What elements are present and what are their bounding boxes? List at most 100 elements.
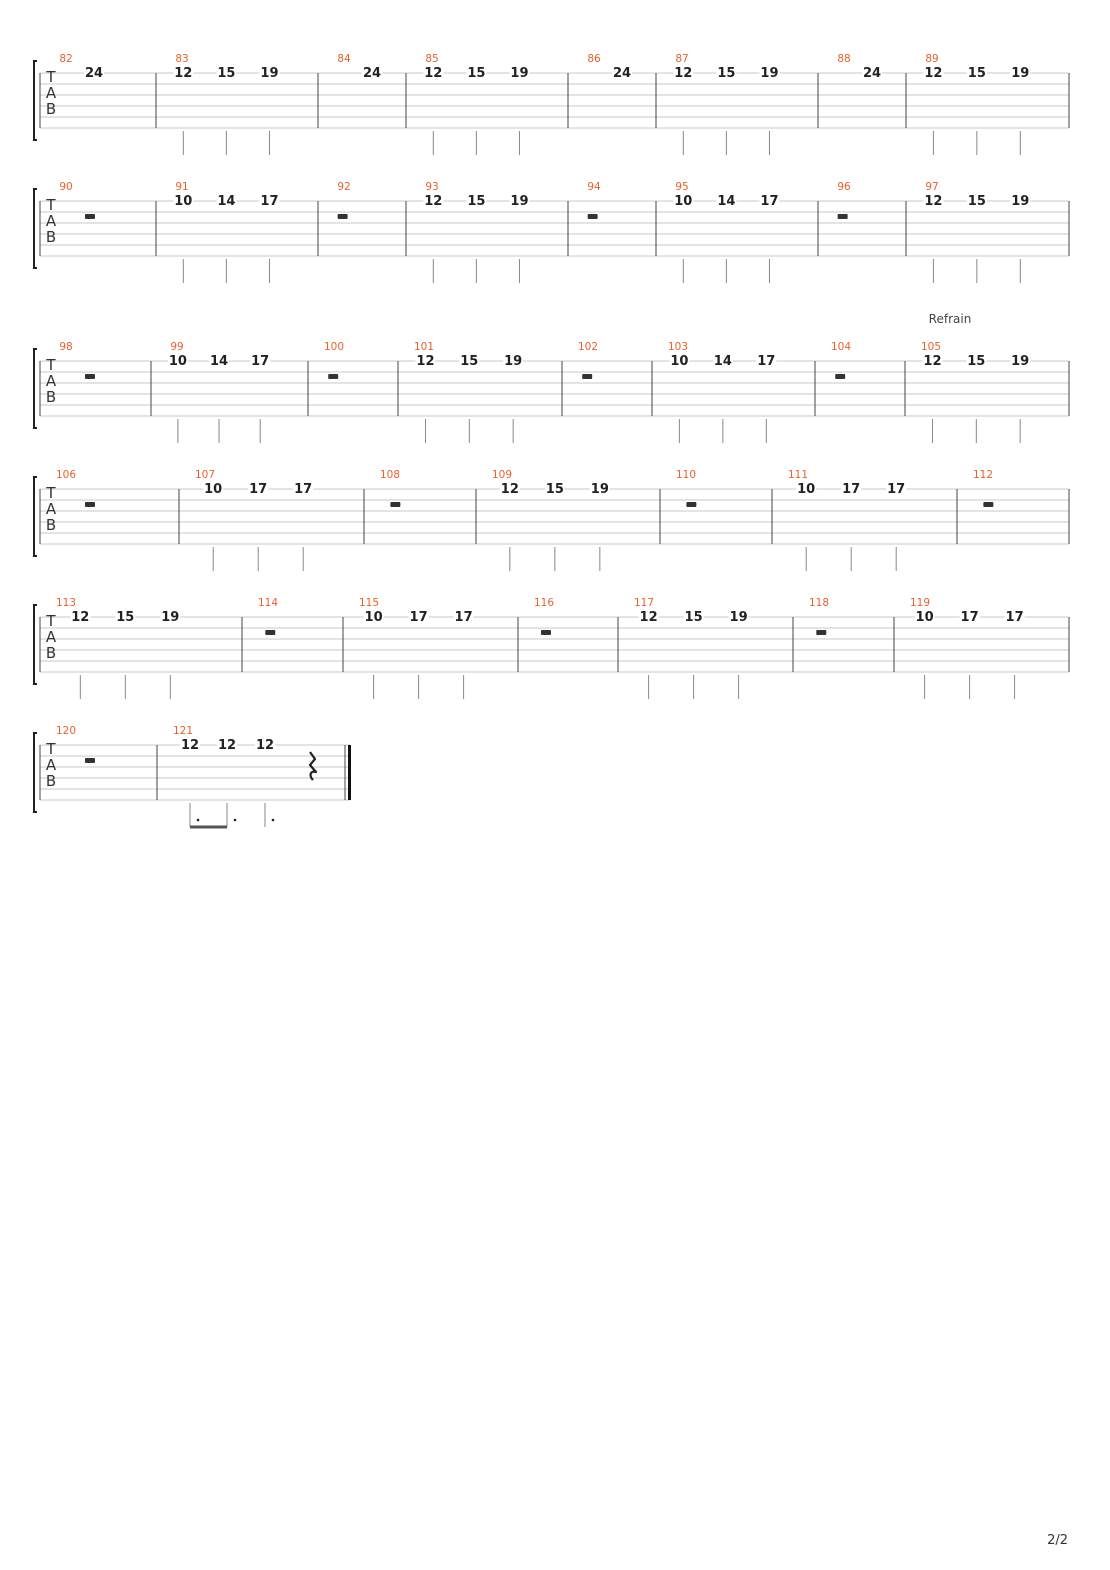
half-rest: [587, 214, 598, 219]
fret-number: 17: [251, 354, 269, 369]
fret-number: 12: [923, 354, 941, 369]
fret-bg: [669, 355, 690, 367]
tab-letter: A: [46, 756, 57, 774]
fret-bg: [923, 67, 944, 79]
fret-bg: [966, 355, 987, 367]
fret-bg: [70, 611, 91, 623]
fret-bg: [115, 611, 136, 623]
tab-letter: B: [46, 772, 56, 790]
fret-bg: [716, 195, 737, 207]
fret-bg: [673, 195, 694, 207]
fret-number: 12: [640, 610, 658, 625]
half-rest: [85, 374, 95, 379]
fret-bg: [173, 195, 194, 207]
bar-number: 95: [675, 181, 688, 193]
half-rest: [85, 758, 95, 763]
fret-bg: [255, 739, 275, 751]
bar-number: 106: [56, 469, 76, 481]
fret-number: 15: [467, 194, 485, 209]
bar-number: 90: [59, 181, 72, 193]
tab-letter: A: [46, 500, 57, 518]
bar-number: 82: [59, 53, 72, 65]
bar-number: 100: [324, 341, 344, 353]
fret-bg: [1010, 355, 1031, 367]
fret-number: 24: [363, 66, 381, 81]
fret-number: 14: [714, 354, 732, 369]
fret-bg: [217, 739, 237, 751]
fret-bg: [544, 483, 565, 495]
fret-number: 15: [467, 66, 485, 81]
fret-number: 24: [863, 66, 881, 81]
bar-number: 93: [425, 181, 438, 193]
tab-letter: T: [45, 68, 56, 86]
half-rest: [390, 502, 401, 507]
fret-number: 17: [887, 482, 905, 497]
fret-number: 17: [455, 610, 473, 625]
fret-bg: [160, 611, 181, 623]
bar-number: 114: [258, 597, 278, 609]
tab-letter: B: [46, 516, 56, 534]
bar-number: 86: [587, 53, 601, 65]
fret-number: 10: [674, 194, 692, 209]
tab-letter: B: [46, 100, 56, 118]
fret-bg: [408, 611, 429, 623]
fret-bg: [216, 67, 237, 79]
half-rest: [983, 502, 994, 507]
fret-number: 14: [210, 354, 228, 369]
fret-bg: [423, 195, 444, 207]
bar-number: 87: [675, 53, 688, 65]
fret-bg: [914, 611, 935, 623]
fret-number: 19: [1011, 194, 1029, 209]
fret-bg: [248, 483, 269, 495]
fret-number: 17: [294, 482, 312, 497]
bar-number: 97: [925, 181, 938, 193]
fret-bg: [509, 195, 530, 207]
fret-bg: [415, 355, 436, 367]
fret-bg: [362, 67, 382, 79]
fret-number: 19: [1011, 66, 1029, 81]
fret-number: 14: [717, 194, 735, 209]
bar-number: 99: [170, 341, 183, 353]
bar-number: 103: [668, 341, 688, 353]
fret-bg: [1010, 67, 1031, 79]
bar-number: 98: [59, 341, 72, 353]
bar-number: 105: [921, 341, 941, 353]
fret-number: 15: [968, 66, 986, 81]
final-barline-thick: [348, 745, 351, 800]
fret-bg: [728, 611, 749, 623]
fret-bg: [459, 355, 480, 367]
bar-number: 92: [337, 181, 350, 193]
fret-bg: [796, 483, 817, 495]
tab-letter: T: [45, 196, 56, 214]
page-number: 2/2: [1047, 1533, 1068, 1548]
system-bracket: [33, 60, 37, 141]
fret-number: 12: [71, 610, 89, 625]
bar-number: 91: [175, 181, 188, 193]
fret-number: 10: [174, 194, 192, 209]
fret-bg: [423, 67, 444, 79]
bar-number: 111: [788, 469, 808, 481]
fret-bg: [759, 195, 780, 207]
bar-number: 116: [534, 597, 554, 609]
fret-number: 19: [504, 354, 522, 369]
fret-bg: [959, 611, 980, 623]
half-rest: [85, 502, 95, 507]
fret-bg: [293, 483, 314, 495]
fret-bg: [259, 67, 280, 79]
fret-number: 15: [968, 194, 986, 209]
system-bracket: [33, 348, 37, 429]
rhythm-dot: [271, 818, 275, 822]
fret-number: 17: [249, 482, 267, 497]
fret-number: 19: [1011, 354, 1029, 369]
fret-bg: [503, 355, 524, 367]
fret-number: 15: [217, 66, 235, 81]
fret-bg: [250, 355, 271, 367]
fret-bg: [673, 67, 694, 79]
tab-letter: A: [46, 628, 57, 646]
fret-bg: [173, 67, 194, 79]
fret-bg: [712, 355, 733, 367]
bar-number: 120: [56, 725, 76, 737]
fret-number: 19: [161, 610, 179, 625]
tab-letter: A: [46, 212, 57, 230]
